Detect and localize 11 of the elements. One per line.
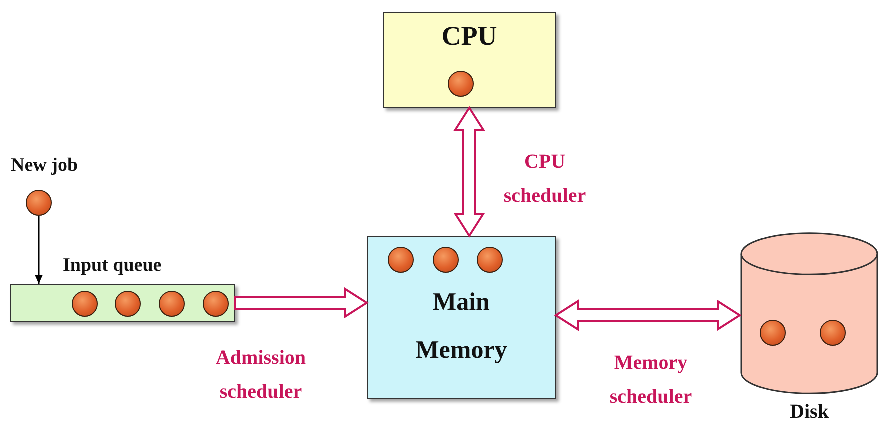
block-arrow <box>554 300 742 332</box>
cpu-box <box>383 12 556 108</box>
node-caption: New job <box>11 155 78 177</box>
node-label: Disk <box>789 401 830 424</box>
node-label: Main Memory <box>414 288 508 366</box>
arrow <box>35 216 43 284</box>
block-arrow <box>454 106 486 238</box>
memory-box <box>367 236 556 399</box>
block-arrow <box>234 287 369 319</box>
node-label: Input queue <box>63 255 162 277</box>
node-label: CPU <box>440 21 498 52</box>
